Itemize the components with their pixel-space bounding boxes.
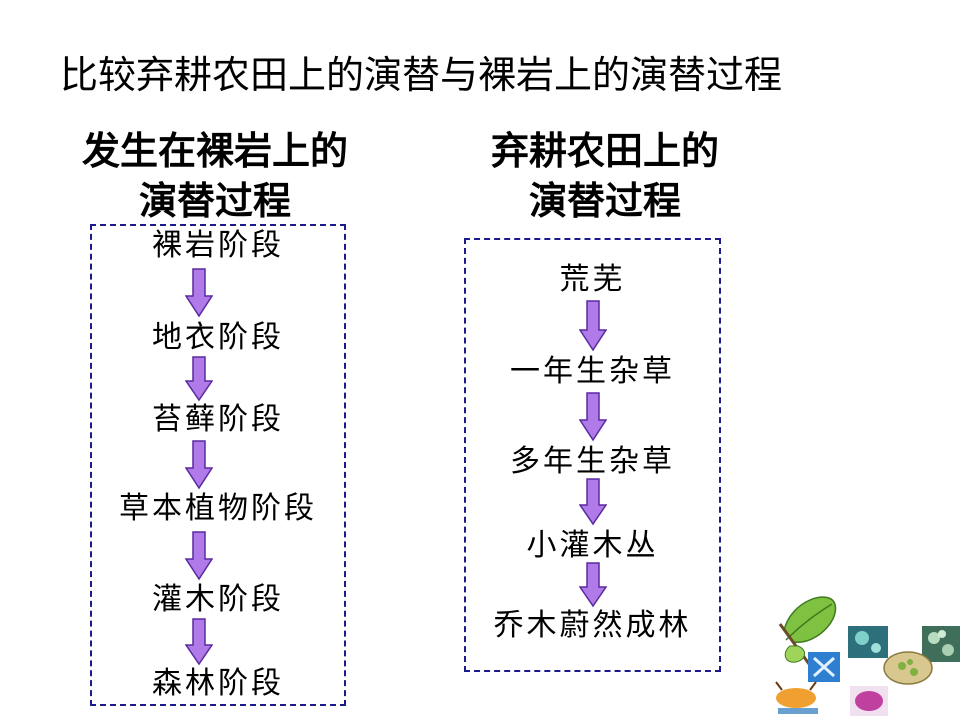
down-arrow-icon xyxy=(185,531,213,581)
right-heading-line2: 演替过程 xyxy=(440,176,770,226)
cell-image-icon xyxy=(848,626,888,658)
right-stage-3: 多年生杂草 xyxy=(464,442,721,482)
organ-icon xyxy=(850,686,888,716)
left-stage-4: 草本植物阶段 xyxy=(90,489,346,529)
left-stage-2: 地衣阶段 xyxy=(90,318,346,358)
biology-decoration xyxy=(772,590,960,720)
plant-cell-icon xyxy=(884,652,932,684)
down-arrow-icon xyxy=(579,478,607,526)
chromosome-icon xyxy=(808,652,840,682)
down-arrow-icon xyxy=(579,392,607,442)
right-stage-2: 一年生杂草 xyxy=(464,352,721,392)
down-arrow-icon xyxy=(185,618,213,666)
left-stage-5: 灌木阶段 xyxy=(90,580,346,620)
left-heading-line2: 演替过程 xyxy=(50,176,380,226)
left-stage-1: 裸岩阶段 xyxy=(90,226,346,266)
slide-title: 比较弃耕农田上的演替与裸岩上的演替过程 xyxy=(60,50,920,100)
left-heading-line1: 发生在裸岩上的 xyxy=(50,126,380,176)
right-stage-4: 小灌木丛 xyxy=(464,526,721,566)
left-column-heading: 发生在裸岩上的 演替过程 xyxy=(50,126,380,226)
down-arrow-icon xyxy=(579,300,607,352)
down-arrow-icon xyxy=(185,268,213,318)
right-stage-1: 荒芜 xyxy=(464,260,721,300)
right-heading-line1: 弃耕农田上的 xyxy=(440,126,770,176)
down-arrow-icon xyxy=(185,356,213,402)
down-arrow-icon xyxy=(579,562,607,608)
insect-icon xyxy=(776,682,818,714)
left-stage-3: 苔藓阶段 xyxy=(90,400,346,440)
right-column-heading: 弃耕农田上的 演替过程 xyxy=(440,126,770,226)
right-stage-5: 乔木蔚然成林 xyxy=(464,606,721,646)
bare-rock-succession-box xyxy=(90,224,346,706)
down-arrow-icon xyxy=(185,440,213,490)
tissue-icon xyxy=(922,626,960,662)
left-stage-6: 森林阶段 xyxy=(90,664,346,704)
